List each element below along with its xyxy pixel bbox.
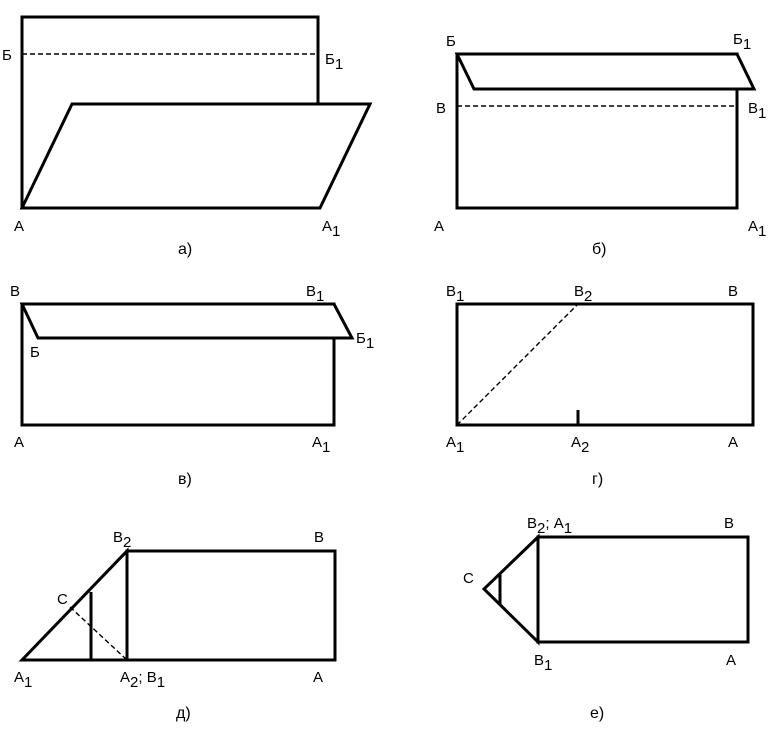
panel-b-label-a1: А1	[748, 218, 766, 240]
panel-e-label-v: В	[724, 515, 734, 532]
panel-g-caption: г)	[592, 471, 603, 488]
panel-b-label-v1: В1	[748, 100, 766, 122]
panel-g-label-a: А	[728, 434, 738, 451]
panel-e-label-b1: В1	[534, 652, 552, 674]
panel-v-caption: в)	[178, 471, 192, 488]
panel-a-label-a1: А1	[322, 218, 340, 240]
panel-g-rectangle	[455, 302, 755, 427]
panel-g-label-v1: В1	[446, 283, 464, 305]
panel-g-label-a1: А1	[446, 434, 464, 456]
panel-b-label-b: Б	[446, 33, 456, 50]
panel-d-label-v2: В2	[113, 529, 131, 551]
panel-d-label-a: А	[313, 669, 323, 686]
panel-v: В В1 Б Б1 А А1 в)	[10, 283, 374, 488]
panel-g-label-v2: В2	[574, 283, 592, 305]
panel-b: Б Б1 В В1 А А1 б)	[434, 31, 766, 258]
panel-v-label-b1: Б1	[356, 330, 374, 352]
panel-e-label-a: А	[726, 652, 736, 669]
panel-b-label-a: А	[434, 218, 444, 235]
panel-g: В1 В2 В А1 А2 А г)	[446, 283, 755, 488]
panel-b-label-v: В	[436, 100, 446, 117]
panel-b-label-b1: Б1	[733, 31, 751, 53]
panel-a-label-b-left: Б	[2, 47, 12, 64]
panel-d-caption: д)	[176, 705, 191, 722]
panel-d-label-a1: А1	[14, 669, 32, 691]
panel-d-triangle	[18, 547, 129, 662]
panel-e-rectangle	[536, 535, 750, 644]
panel-e: В2; А1 В С В1 А е)	[463, 515, 750, 722]
panel-v-label-a: А	[14, 434, 24, 451]
panel-d-rectangle	[125, 549, 337, 662]
panel-e-label-v2-a1: В2; А1	[527, 515, 572, 537]
panel-a-label-a: А	[14, 218, 24, 235]
panel-d-label-v: В	[314, 529, 324, 546]
panel-d-label-c: С	[57, 591, 68, 608]
panel-a-caption: а)	[178, 241, 192, 258]
panel-g-label-a2: А2	[571, 434, 589, 456]
panel-g-label-v: В	[728, 283, 738, 300]
panel-v-label-a1: А1	[312, 434, 330, 456]
panel-g-diagonal-fold	[456, 303, 579, 426]
panel-d-dashed-fold	[69, 606, 128, 661]
panel-a-label-b1: Б1	[325, 51, 343, 73]
panel-v-folded-strip	[19, 302, 355, 340]
panel-b-folded-strip	[454, 52, 757, 91]
panel-v-label-v1: В1	[306, 283, 324, 305]
panel-a-parallelogram	[19, 102, 373, 210]
panel-e-label-c: С	[463, 570, 474, 587]
panel-d-label-a2-b1: А2; В1	[120, 669, 165, 691]
panel-a: Б Б1 А А1 а)	[2, 15, 373, 258]
panel-e-caption: е)	[590, 705, 604, 722]
panel-d: В2 В С А1 А2; В1 А д)	[14, 529, 337, 722]
panel-b-caption: б)	[592, 241, 607, 258]
panel-e-triangle	[481, 533, 540, 646]
panel-v-label-v: В	[10, 283, 20, 300]
panel-v-label-b: Б	[30, 344, 40, 361]
